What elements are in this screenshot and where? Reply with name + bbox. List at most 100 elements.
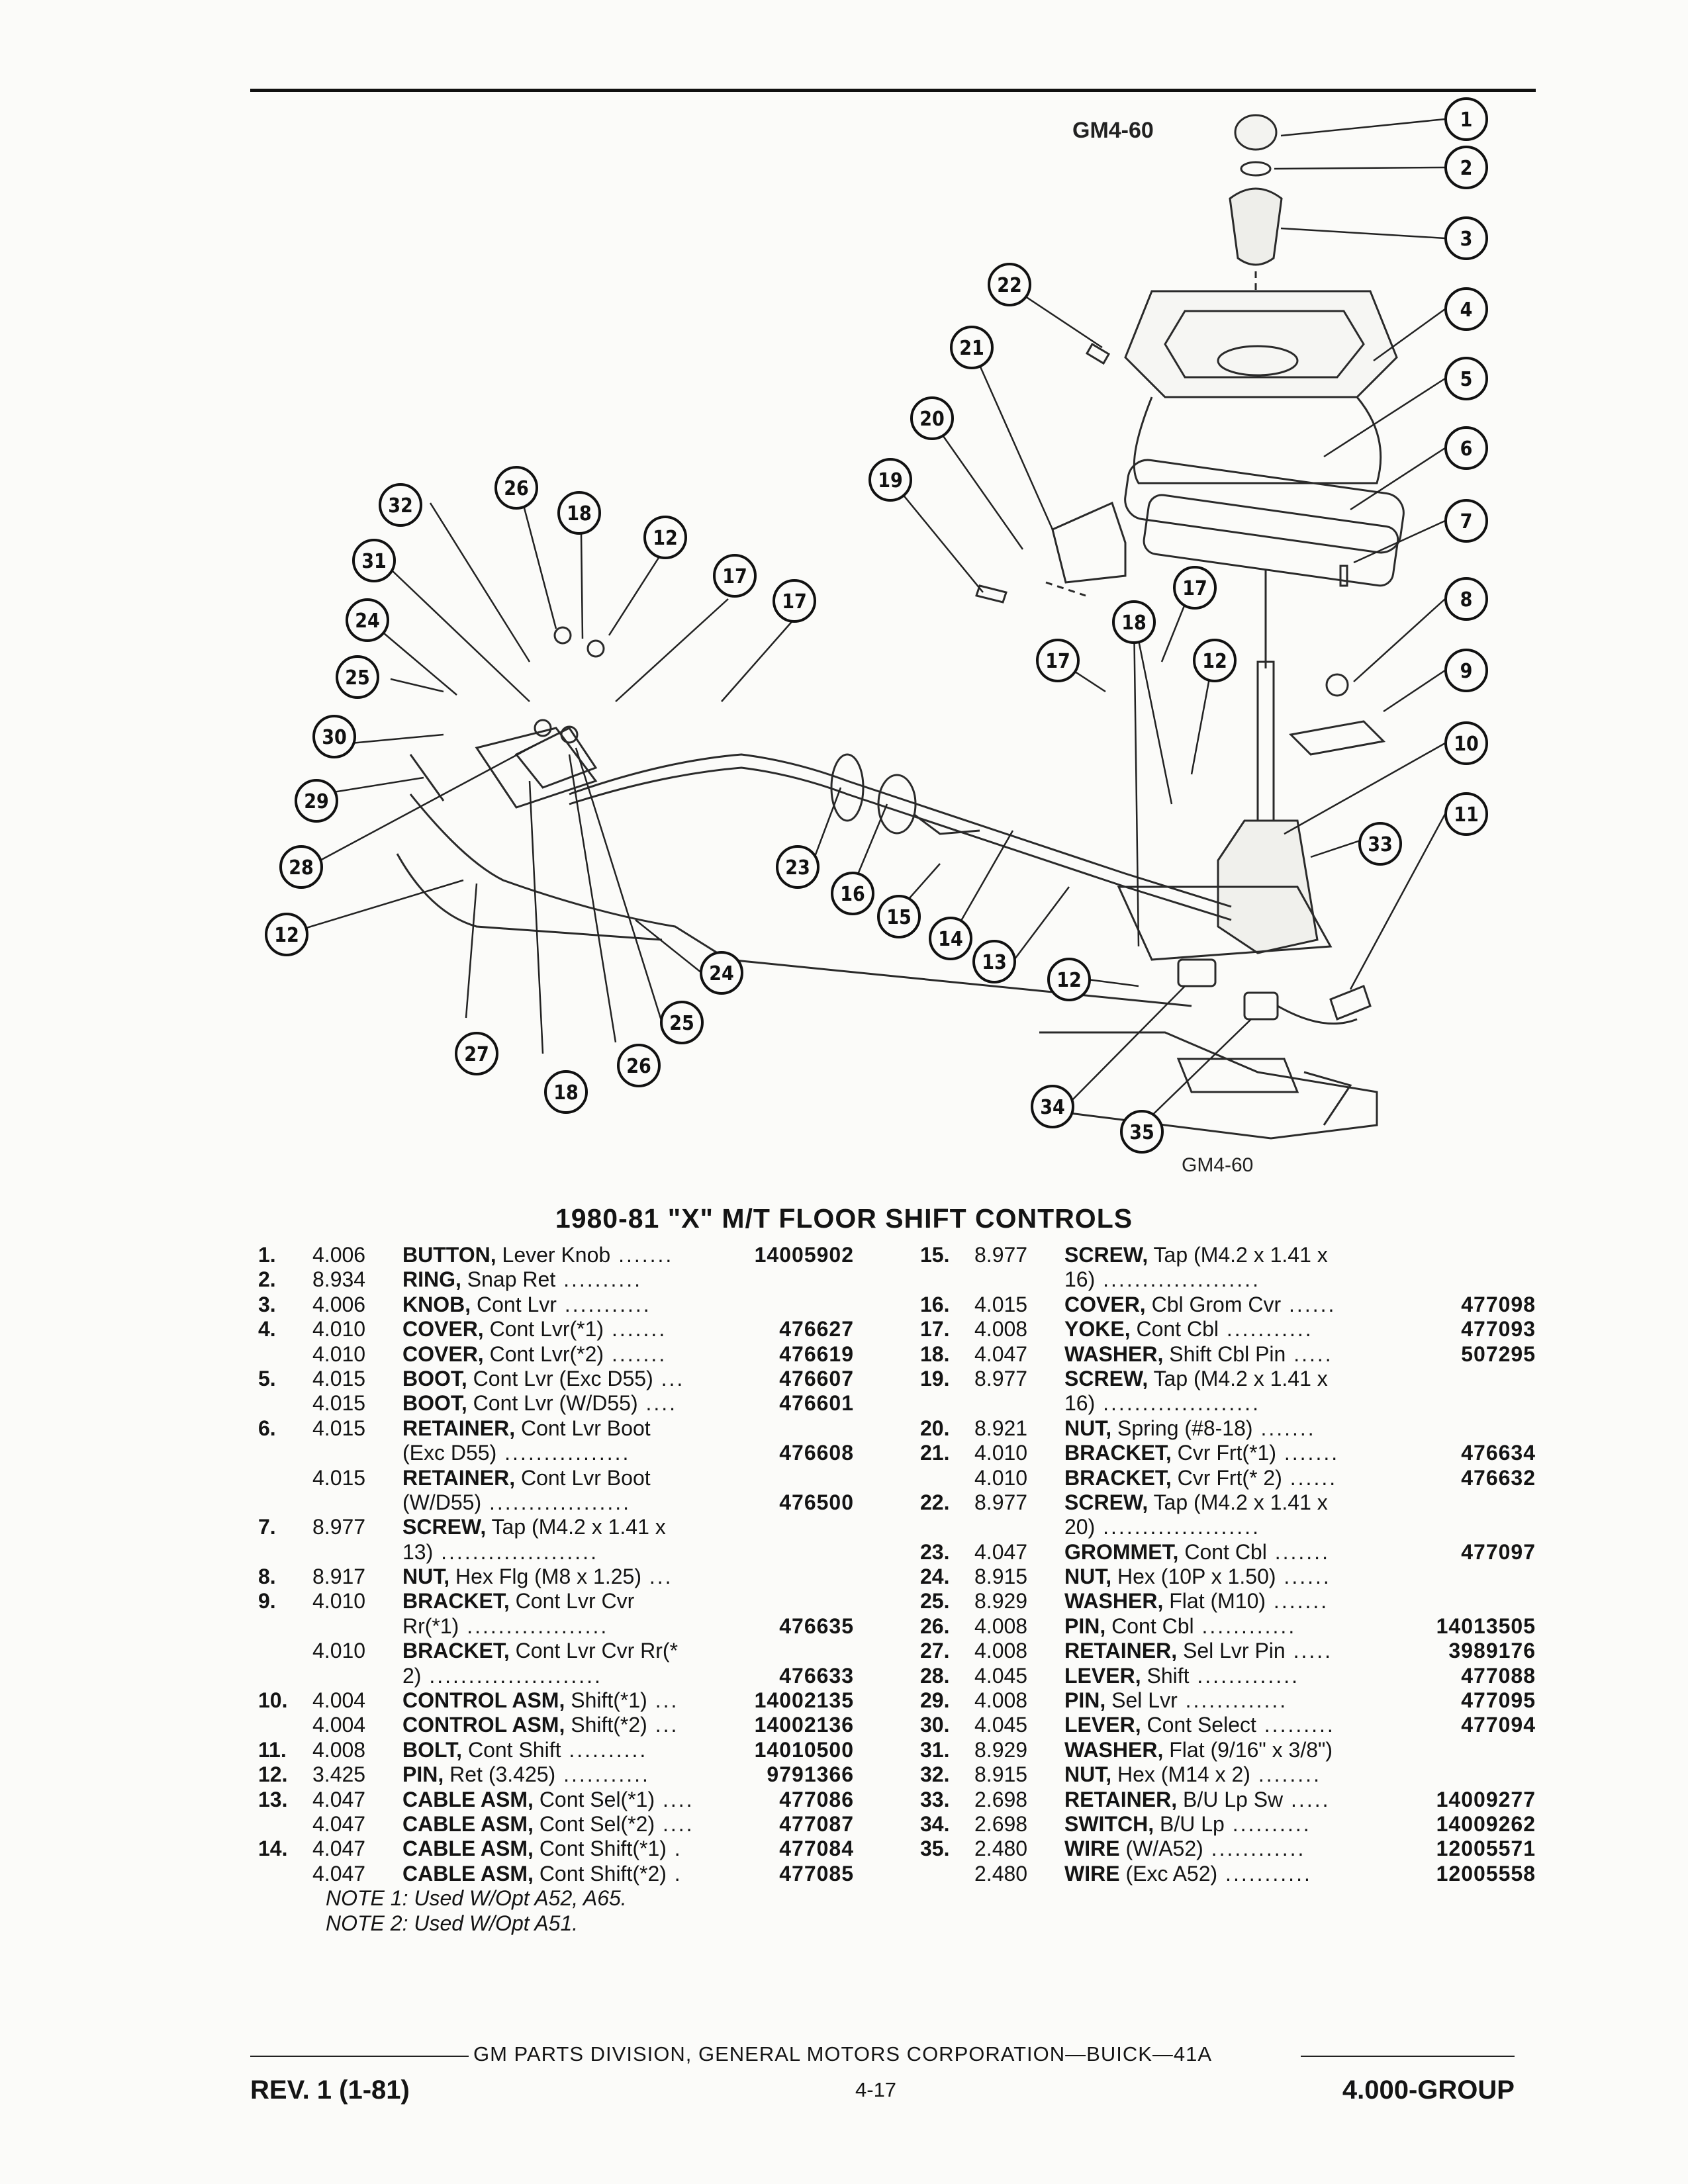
figure-code-top: GM4-60 xyxy=(1072,118,1154,143)
part-description: RETAINER, Cont Lvr Boot xyxy=(402,1416,651,1441)
part-detail: Sel Lvr xyxy=(1105,1688,1178,1713)
part-detail: Tap (M4.2 x 1.41 x xyxy=(486,1515,666,1539)
leader-dots: ....... xyxy=(1252,1416,1316,1440)
callout-17b: 17 xyxy=(773,579,816,623)
part-name: YOKE, xyxy=(1064,1317,1131,1342)
item-number: 17. xyxy=(920,1317,950,1342)
part-description: Rr(*1) .................. xyxy=(402,1614,608,1639)
callout-1: 1 xyxy=(1444,97,1488,141)
item-number: 3. xyxy=(258,1292,276,1316)
cover-art xyxy=(1124,290,1398,398)
parts-row: 16) .................... xyxy=(920,1391,1536,1416)
part-name: BUTTON, xyxy=(402,1243,496,1267)
part-detail: Cont Lvr(*2) xyxy=(483,1342,604,1366)
item-number: 26. xyxy=(920,1614,950,1638)
part-detail: 13) xyxy=(402,1539,434,1564)
part-number: 507295 xyxy=(1461,1342,1536,1366)
footnote: NOTE 1: Used W/Opt A52, A65. xyxy=(326,1886,627,1911)
svg-text:21: 21 xyxy=(959,337,984,360)
part-description: SWITCH, B/U Lp .......... xyxy=(1064,1812,1311,1837)
group-label: 4.000-GROUP xyxy=(1342,2075,1515,2105)
part-name: CABLE ASM, xyxy=(402,1811,534,1836)
group-code: 4.004 xyxy=(312,1713,366,1737)
group-code: 4.047 xyxy=(312,1861,366,1886)
leader-dots: ....... xyxy=(610,1243,674,1267)
part-number: 476627 xyxy=(779,1317,854,1342)
part-number: 477093 xyxy=(1461,1317,1536,1342)
figure-code-bottom: GM4-60 xyxy=(1182,1154,1253,1176)
part-name: WASHER, xyxy=(1064,1737,1164,1762)
part-description: PIN, Cont Cbl ............ xyxy=(1064,1614,1296,1639)
part-description: NUT, Hex (M14 x 2) ........ xyxy=(1064,1762,1321,1787)
part-description: COVER, Cont Lvr(*2) ....... xyxy=(402,1342,667,1367)
svg-text:1: 1 xyxy=(1460,109,1473,132)
svg-text:31: 31 xyxy=(361,550,387,573)
leader-dots: ....... xyxy=(604,1317,667,1342)
group-code: 4.004 xyxy=(312,1688,366,1713)
item-number: 14. xyxy=(258,1837,288,1861)
part-name: WASHER, xyxy=(1064,1589,1164,1614)
leader-dots: ... xyxy=(641,1565,673,1589)
group-code: 4.010 xyxy=(312,1317,366,1342)
item-number: 6. xyxy=(258,1416,276,1440)
leader-dots: ........... xyxy=(556,1292,651,1316)
group-code: 4.015 xyxy=(312,1391,366,1416)
part-number: 477088 xyxy=(1461,1663,1536,1688)
part-name: SWITCH, xyxy=(1064,1811,1154,1836)
leader-dots: ...................... xyxy=(421,1663,602,1688)
callout-12c: 12 xyxy=(643,516,687,559)
svg-text:18: 18 xyxy=(1121,612,1147,635)
leader-dots: ........... xyxy=(555,1762,650,1787)
part-detail: Cont Lvr Boot xyxy=(515,1416,651,1440)
callout-4: 4 xyxy=(1444,287,1488,331)
svg-text:24: 24 xyxy=(709,962,734,985)
callout-3: 3 xyxy=(1444,216,1488,260)
item-number: 27. xyxy=(920,1639,950,1663)
parts-row: 16) .................... xyxy=(920,1267,1536,1292)
part-detail: Cvr Frt(*1) xyxy=(1171,1441,1276,1465)
part-name: PIN, xyxy=(402,1762,444,1787)
callout-12a: 12 xyxy=(1193,639,1237,682)
part-description: CONTROL ASM, Shift(*1) ... xyxy=(402,1688,679,1713)
part-description: KNOB, Cont Lvr ........... xyxy=(402,1293,651,1317)
part-detail: Shift(*2) xyxy=(565,1713,647,1737)
leader-dots: ........... xyxy=(1217,1861,1312,1886)
callout-2: 2 xyxy=(1444,146,1488,189)
leader-dots: ..... xyxy=(1285,1639,1333,1663)
part-detail: Tap (M4.2 x 1.41 x xyxy=(1148,1243,1328,1267)
part-description: NUT, Spring (#8-18) ....... xyxy=(1064,1416,1316,1441)
callout-28: 28 xyxy=(279,845,323,889)
svg-text:22: 22 xyxy=(997,274,1022,297)
callout-13: 13 xyxy=(972,940,1016,983)
callout-25a: 25 xyxy=(660,1001,704,1044)
part-name: COVER, xyxy=(402,1317,484,1342)
part-name: GROMMET, xyxy=(1064,1539,1179,1564)
callout-18c: 18 xyxy=(544,1070,588,1114)
part-name: SCREW, xyxy=(1064,1243,1149,1267)
part-name: WASHER, xyxy=(1064,1342,1164,1366)
part-detail: Hex Flg (M8 x 1.25) xyxy=(449,1565,641,1589)
group-code: 2.480 xyxy=(974,1837,1028,1861)
callout-17d: 17 xyxy=(1036,639,1080,682)
svg-text:30: 30 xyxy=(322,726,347,749)
callout-12b: 12 xyxy=(1047,958,1091,1001)
part-name: COVER, xyxy=(1064,1292,1146,1316)
leader-dots: .................. xyxy=(459,1614,609,1638)
svg-text:15: 15 xyxy=(886,906,912,929)
callout-21: 21 xyxy=(950,326,994,369)
svg-text:32: 32 xyxy=(388,494,413,518)
group-code: 2.480 xyxy=(974,1861,1028,1886)
item-number: 20. xyxy=(920,1416,950,1440)
snap-ring-art xyxy=(1240,161,1272,177)
